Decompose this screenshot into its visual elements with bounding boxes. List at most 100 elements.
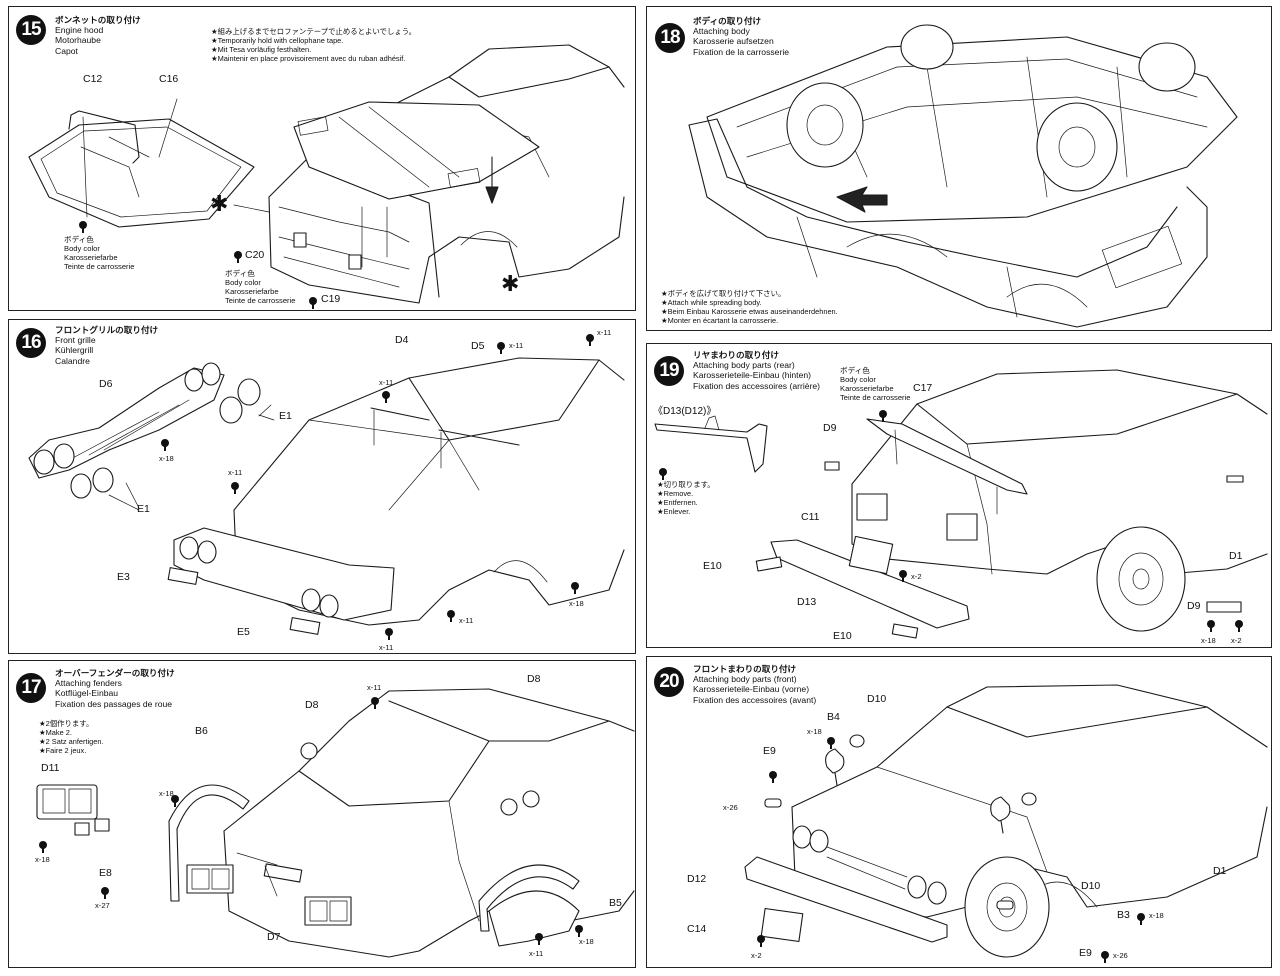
screw-label: x-18 (807, 727, 822, 736)
screw-marker-icon (586, 334, 594, 346)
screw-label: x-18 (569, 599, 584, 608)
note-line: ★Temporarily hold with cellophane tape. (211, 36, 344, 45)
step-20-illustration (744, 684, 1268, 958)
step-19-title-jp: リヤまわりの取り付け (693, 350, 779, 360)
screw-marker-icon (497, 342, 505, 354)
part-label-e9: E9 (1079, 947, 1092, 959)
note-line: ★切り取ります。 (657, 480, 715, 489)
step-20-title-en: Attaching body parts (front) (693, 674, 797, 685)
paint-line: ボディ色 (64, 235, 94, 244)
step-18-title-jp: ボディの取り付け (693, 16, 762, 26)
screw-label: x-11 (379, 643, 394, 652)
step-17-title-en: Attaching fenders (55, 678, 122, 689)
note-line: ★Enlever. (657, 507, 691, 516)
step-17-title-jp: オーバーフェンダーの取り付け (55, 668, 175, 678)
note-line: ★Beim Einbau Karosserie etwas auseinande… (661, 307, 838, 316)
step-17-number: 17 (16, 673, 46, 703)
screw-marker-icon (1235, 620, 1243, 632)
note-line: ★Monter en écartant la carrosserie. (661, 316, 779, 325)
screw-marker-icon (447, 610, 455, 622)
step-18-title-fr: Fixation de la carrosserie (693, 46, 790, 57)
step-19-panel: 19 リヤまわりの取り付け Attaching body parts (rear… (646, 343, 1272, 648)
part-label-d9: D9 (823, 422, 837, 434)
step-19-title-de: Karosserieteile-Einbau (hinten) (693, 370, 811, 381)
note-line: ★Mit Tesa vorläufig festhalten. (211, 45, 312, 54)
screw-marker-icon (1207, 620, 1215, 632)
note-line: ★ボディを広げて取り付けて下さい。 (661, 289, 786, 298)
part-label-e10: E10 (833, 630, 852, 642)
screw-marker-icon (827, 737, 835, 749)
screw-label: x-18 (1149, 911, 1164, 920)
part-label-e8: E8 (99, 867, 112, 879)
screw-label: x-26 (1113, 951, 1128, 960)
step-15-panel: 15 ボンネットの取り付け Engine hood Motorhaube Cap… (8, 6, 636, 311)
paint-line: ボディ色 (225, 269, 255, 278)
step-15-title-jp: ボンネットの取り付け (55, 15, 141, 25)
screw-label: x-26 (723, 803, 738, 812)
screw-label: x-11 (228, 468, 243, 477)
step-20-panel: 20 フロントまわりの取り付け Attaching body parts (fr… (646, 656, 1272, 968)
screw-label: x-18 (159, 789, 174, 798)
part-label-c12: C12 (83, 73, 103, 85)
part-label-d11: D11 (41, 762, 60, 774)
step-18-panel: 18 ボディの取り付け Attaching body Karosserie au… (646, 6, 1272, 331)
screw-marker-icon (1101, 951, 1109, 963)
screw-label: x-11 (529, 949, 544, 958)
screw-label: x-2 (751, 951, 762, 960)
note-line: ★Remove. (657, 489, 694, 498)
part-label-d10: D10 (867, 693, 887, 705)
part-label-b4: B4 (827, 711, 840, 723)
screw-marker-icon (231, 482, 239, 494)
step-20-title-de: Karosserieteile-Einbau (vorne) (693, 684, 810, 695)
screw-label: x-18 (35, 855, 50, 864)
paint-marker-icon (309, 297, 317, 309)
step-16-number: 16 (16, 328, 46, 358)
note-line: ★組み上げるまでセロファンテープで止めるとよいでしょう。 (211, 27, 417, 36)
part-label-e1: E1 (279, 410, 292, 422)
part-label-e9: E9 (763, 745, 776, 757)
paint-line: Karosseriefarbe (64, 253, 118, 262)
note-line: ★Maintenir en place provisoirement avec … (211, 54, 406, 63)
part-label-d10: D10 (1081, 880, 1101, 892)
screw-label: x-11 (597, 328, 612, 337)
paint-marker-icon (234, 251, 242, 263)
step-15-title-en: Engine hood (55, 25, 104, 36)
note-line: ★Faire 2 jeux. (39, 746, 87, 755)
screw-marker-icon (535, 933, 543, 945)
step-20-title-fr: Fixation des accessoires (avant) (693, 694, 817, 705)
paint-line: Body color (225, 278, 261, 287)
part-label-b6: B6 (195, 725, 208, 737)
part-label-c17: C17 (913, 382, 933, 394)
paint-note-1: ボディ色 Body color Karosseriefarbe Teinte d… (64, 235, 135, 271)
step-18-note: ★ボディを広げて取り付けて下さい。 ★Attach while spreadin… (661, 289, 838, 325)
paint-note-2: ボディ色 Body color Karosseriefarbe Teinte d… (225, 269, 296, 305)
paint-line: Body color (840, 375, 876, 384)
screw-label: x-18 (159, 454, 174, 463)
screw-label: x-27 (95, 901, 110, 910)
screw-marker-icon (385, 628, 393, 640)
step-18-title-de: Karosserie aufsetzen (693, 36, 774, 47)
step-15-illustration (28, 44, 625, 304)
part-label-e5: E5 (237, 626, 250, 638)
part-label-d4: D4 (395, 334, 409, 346)
step-19-title-en: Attaching body parts (rear) (693, 360, 795, 371)
note-line: ★Entfernen. (657, 498, 698, 507)
step-15-note: ★組み上げるまでセロファンテープで止めるとよいでしょう。 ★Temporaril… (211, 27, 416, 63)
part-label-d8: D8 (527, 673, 541, 685)
paint-line: Teinte de carrosserie (225, 296, 296, 305)
note-line: ★Make 2. (39, 728, 72, 737)
screw-marker-icon (161, 439, 169, 451)
step-15-title: ボンネットの取り付け Engine hood Motorhaube Capot (55, 15, 141, 56)
paint-line: ボディ色 (840, 366, 870, 375)
part-label-b5: B5 (609, 897, 622, 909)
note-line: ★Attach while spreading body. (661, 298, 762, 307)
screw-marker-icon (371, 697, 379, 709)
screw-label: x-2 (1231, 636, 1242, 645)
cut-marker-icon (659, 468, 667, 480)
screw-marker-icon (571, 582, 579, 594)
step-20-number: 20 (654, 667, 684, 697)
step-18-title: ボディの取り付け Attaching body Karosserie aufse… (693, 16, 789, 57)
step-16-title-en: Front grille (55, 335, 96, 346)
part-label-d9: D9 (1187, 600, 1201, 612)
screw-label: x-11 (379, 378, 394, 387)
